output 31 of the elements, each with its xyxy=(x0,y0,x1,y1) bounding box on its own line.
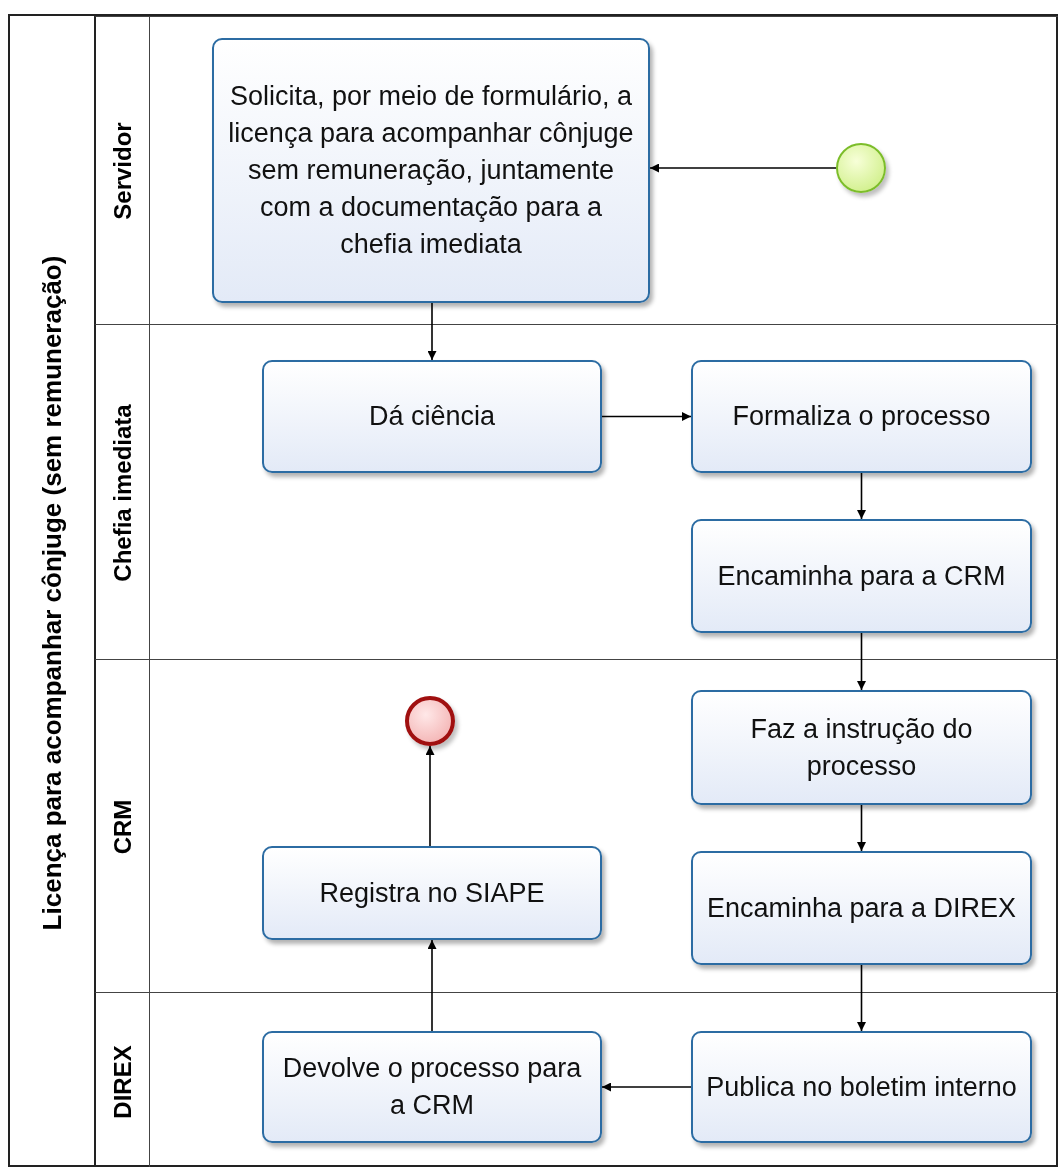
arrow xyxy=(857,964,866,1032)
swimlane xyxy=(94,659,1058,992)
task-box: Encaminha para a CRM xyxy=(691,519,1032,633)
task-box: Faz a instrução do processo xyxy=(691,690,1032,805)
lane-label: CRM xyxy=(109,799,137,854)
arrow xyxy=(857,632,866,691)
end-event-circle xyxy=(405,696,455,746)
arrow xyxy=(601,1082,692,1092)
pool xyxy=(8,14,1058,1167)
task-box: Publica no boletim interno xyxy=(691,1031,1032,1143)
task-box: Formaliza o processo xyxy=(691,360,1032,473)
arrow xyxy=(427,939,437,1032)
swimlane xyxy=(94,16,1058,324)
lane-label: Chefia imediata xyxy=(109,403,137,582)
pool-title: Licença para acompanhar cônjuge (sem remuneração) xyxy=(36,255,68,930)
task-box: Solicita, por meio de formulário, a licença para acompanhar cônjuge sem remuneração, juntamente com a documentação para a chefia imediata xyxy=(212,38,650,303)
task-box: Devolve o processo para a CRM xyxy=(262,1031,602,1143)
arrow xyxy=(857,804,866,852)
arrow xyxy=(857,472,866,520)
arrow xyxy=(425,745,435,847)
task-box: Dá ciência xyxy=(262,360,602,473)
task-box: Registra no SIAPE xyxy=(262,846,602,940)
arrow xyxy=(649,163,837,173)
arrow xyxy=(601,412,692,421)
arrow xyxy=(427,302,437,361)
start-event-circle xyxy=(836,143,886,193)
swimlane xyxy=(94,992,1058,1167)
swimlane xyxy=(94,324,1058,659)
task-box: Encaminha para a DIREX xyxy=(691,851,1032,965)
lane-label: DIREX xyxy=(109,1044,137,1119)
lane-label: Servidor xyxy=(109,122,137,220)
